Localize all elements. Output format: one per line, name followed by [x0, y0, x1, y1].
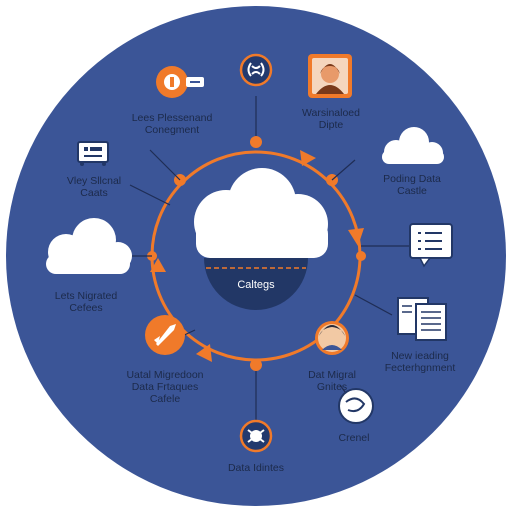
node-label-line: Lets Nigrated: [54, 290, 118, 302]
node-label-line: Caats: [80, 187, 108, 199]
ring-arrow-left: [150, 258, 166, 272]
node-label-line: Poding Data: [383, 173, 441, 185]
node-label-line: Vley Sllcnal: [66, 175, 122, 187]
node-label-line: Cefees: [69, 302, 103, 314]
cloud-icon: [46, 218, 132, 274]
node-label-top-left: Lees Plessenand Conegment: [132, 112, 213, 136]
node-label-line: Dat Migral: [308, 369, 356, 381]
user-avatar-icon: [308, 54, 352, 98]
rocket-icon: [145, 315, 185, 355]
ring-arrow-right: [348, 228, 364, 246]
node-label-right-upper: Poding Data Castle: [383, 173, 441, 197]
node-label-line: Data Idintes: [227, 462, 285, 474]
node-label-line: Castle: [397, 185, 427, 197]
center-cloud-icon: [194, 168, 328, 258]
node-label-bottom-far-right: Crenel: [339, 432, 370, 444]
node-label-left-upper: Vley Sllcnal Caats: [67, 175, 121, 199]
network-node-icon: [338, 388, 374, 424]
ring-dot-bottom: [250, 359, 262, 371]
node-label-line: Uatal Migredoon: [126, 369, 204, 381]
center-bowl: [204, 258, 308, 310]
node-label-line: Cafele: [149, 393, 181, 405]
bug-icon: [239, 419, 273, 453]
node-label-line: New ieading: [391, 350, 449, 362]
node-label-line: Warsinaloed: [302, 107, 360, 119]
user-avatar-icon: [315, 321, 349, 355]
chat-message-icon: [409, 223, 453, 268]
node-label-line: Gnites: [316, 381, 348, 393]
node-label-line: Conegment: [144, 124, 200, 136]
node-label-line: Crenel: [338, 432, 370, 444]
node-label-line: Dipte: [318, 119, 344, 131]
chain-link-icon: [239, 53, 273, 87]
ring-dot-right: [356, 251, 366, 261]
key-toggle-icon: [156, 66, 204, 98]
document-stack-icon: [397, 297, 447, 341]
node-label-right-lower: New ieading Fecterhgnment: [385, 350, 456, 374]
ring-dot-top: [250, 136, 262, 148]
node-label-bottom-left: Uatal Migredoon Data Frtaques Cafele: [126, 369, 203, 405]
node-label-line: Lees Plessenand: [131, 112, 213, 124]
node-label-line: Fecterhgnment: [384, 362, 456, 374]
node-label-top-right: Warsinaloed Dipte: [302, 107, 360, 131]
node-label-bottom-right: Dat Migral Gnites: [308, 369, 356, 393]
ring-arrow-bottom-left: [196, 344, 212, 362]
node-label-left: Lets Nigrated Cefees: [55, 290, 117, 314]
node-label-bottom: Data Idintes: [228, 462, 284, 474]
server-box-icon: [77, 141, 109, 166]
cloud-icon: [382, 127, 444, 164]
center-label: Caltegs: [237, 279, 275, 291]
node-label-line: Data Frtaques: [131, 381, 199, 393]
ring-arrow-top-right: [300, 150, 316, 166]
